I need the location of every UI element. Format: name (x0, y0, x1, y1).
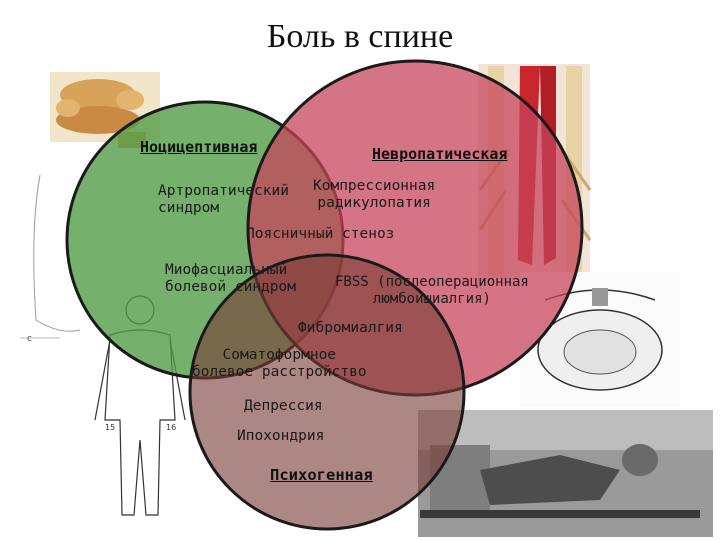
myofascial-label: Миофасциальный болевой синдром (165, 262, 296, 296)
arthropathic-label: Артропатический синдром (158, 183, 289, 217)
depression-label: Депрессия (244, 398, 323, 415)
psychogenic-heading: Психогенная (270, 466, 373, 484)
compression-label: Компрессионная радикулопатия (313, 178, 435, 212)
somatoform-label: Соматоформное болевое расстройство (192, 347, 367, 381)
neuropathic-heading: Невропатическая (372, 145, 507, 163)
nociceptive-heading: Ноцицептивная (140, 138, 257, 156)
fbss-label: FBSS (послеоперационная люмбоишиалгия) (335, 274, 529, 308)
fibromyalgia-label: Фибромиалгия (298, 320, 403, 337)
hypochondria-label: Ипохондрия (237, 428, 324, 445)
lumbar-stenosis-label: Поясничный стеноз (246, 226, 394, 243)
